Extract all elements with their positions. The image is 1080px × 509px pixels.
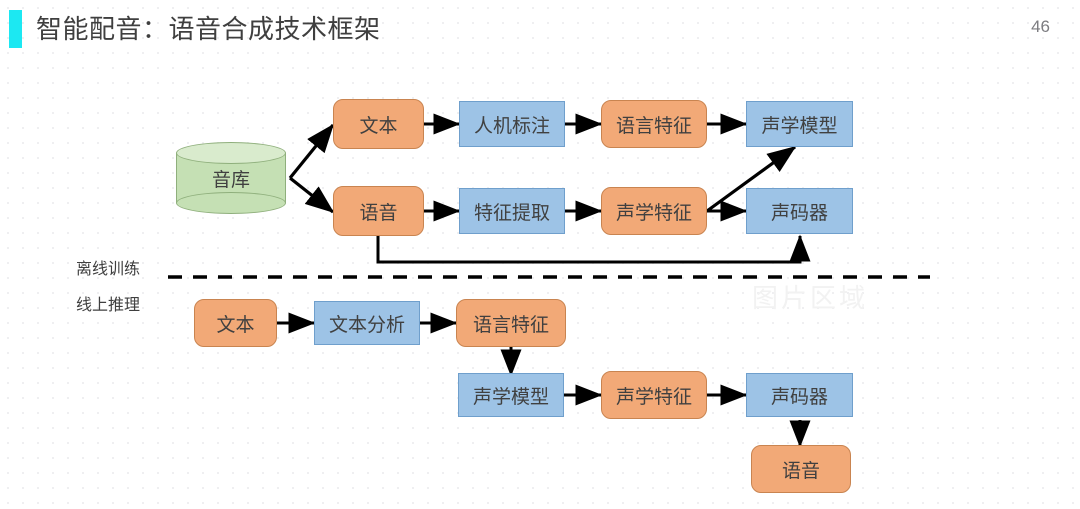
node-label: 音库 [211,169,250,191]
arrow-library-to-speech [289,176,335,214]
node-online-text[interactable]: 文本 [194,299,277,347]
label-online-inference: 线上推理 [76,297,141,314]
page-title: 智能配音：语音合成技术框架 [36,14,381,44]
node-online-acoustic-model[interactable]: 声学模型 [458,373,564,417]
arrow-library-to-text [288,123,335,180]
node-text-analysis[interactable]: 文本分析 [314,301,420,345]
title-accent-bar [9,10,22,48]
node-offline-linguistic-features[interactable]: 语言特征 [601,100,707,148]
image-area-watermark: 图片区域 [752,283,869,313]
node-offline-acoustic-model[interactable]: 声学模型 [746,101,853,147]
node-online-acoustic-features[interactable]: 声学特征 [601,371,707,419]
node-audio-library[interactable]: 音库 [176,142,286,214]
label-offline-training: 离线训练 [76,261,141,278]
node-online-vocoder[interactable]: 声码器 [746,373,853,417]
node-human-annotation[interactable]: 人机标注 [459,101,565,147]
cylinder-bottom-ellipse [176,192,286,214]
node-speech-output[interactable]: 语音 [751,445,851,493]
arrow-speech-feedback-to-vocoder [376,234,811,264]
node-offline-text[interactable]: 文本 [333,99,424,149]
page-number: 46 [1031,17,1050,36]
node-feature-extraction[interactable]: 特征提取 [459,188,565,234]
cylinder-top-ellipse [176,142,286,164]
node-offline-acoustic-features[interactable]: 声学特征 [601,187,707,235]
node-online-linguistic-features[interactable]: 语言特征 [456,299,566,347]
node-offline-speech[interactable]: 语音 [333,186,424,236]
node-offline-vocoder[interactable]: 声码器 [746,188,853,234]
